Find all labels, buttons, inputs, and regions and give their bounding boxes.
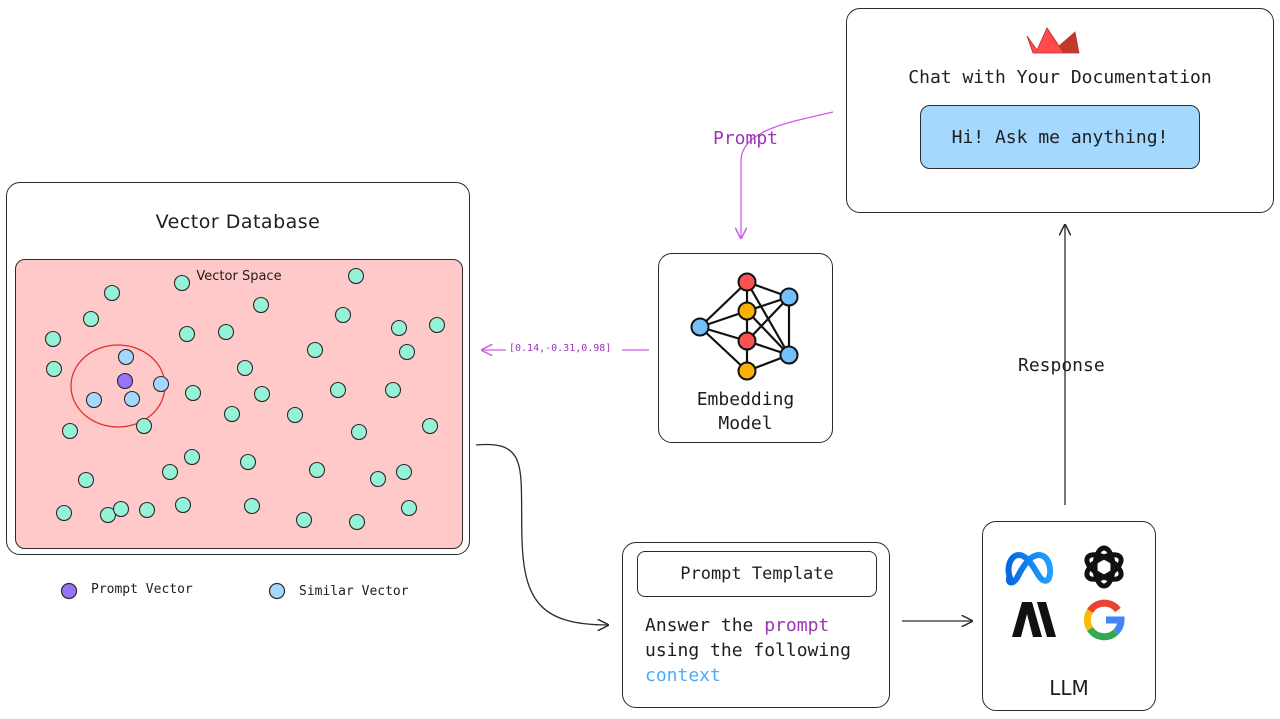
- streamlit-crown-icon: [1026, 27, 1080, 54]
- template-text-1: Answer the: [645, 615, 765, 636]
- vector-point: [390, 319, 408, 337]
- vector-database-title: Vector Database: [155, 211, 321, 233]
- similar-vector-point: [123, 390, 141, 408]
- llm-logos: [1005, 545, 1125, 641]
- similar-vector-point: [117, 348, 135, 366]
- vector-database-panel: Vector Database Vector Space: [6, 182, 470, 555]
- llm-panel: LLM: [982, 521, 1156, 711]
- prompt-template-header: Prompt Template: [637, 551, 877, 597]
- vector-point: [286, 406, 304, 424]
- prompt-vector-legend-label: Prompt Vector: [91, 582, 193, 597]
- similar-vector-point: [85, 391, 103, 409]
- vector-point: [61, 422, 79, 440]
- vector-point: [243, 497, 261, 515]
- similar-vector-legend-label: Similar Vector: [299, 584, 409, 599]
- chat-app-panel: Chat with Your Documentation Hi! Ask me …: [846, 8, 1274, 213]
- vector-point: [428, 316, 446, 334]
- prompt-vector-point: [116, 372, 134, 390]
- vector-point: [253, 385, 271, 403]
- vector-space-title: Vector Space: [196, 269, 282, 284]
- google-icon: [1083, 599, 1125, 641]
- vector-edge-label: [0.14,-0.31,0.98]: [509, 343, 612, 354]
- vector-point: [161, 463, 179, 481]
- vector-point: [174, 496, 192, 514]
- similar-vector-point: [152, 375, 170, 393]
- vector-point: [112, 500, 130, 518]
- vector-point: [178, 325, 196, 343]
- vector-point: [347, 267, 365, 285]
- embedding-model-label: Embedding Model: [659, 388, 832, 436]
- vector-point: [217, 323, 235, 341]
- vector-point: [184, 384, 202, 402]
- vector-point: [45, 360, 63, 378]
- prompt-vector-legend-dot: [60, 582, 78, 600]
- vector-point: [135, 417, 153, 435]
- vector-point: [329, 381, 347, 399]
- template-text-2: using the following: [645, 640, 851, 661]
- vector-point: [295, 511, 313, 529]
- llm-label: LLM: [1049, 676, 1089, 700]
- response-edge-label: Response: [1018, 355, 1105, 376]
- vector-point: [334, 306, 352, 324]
- vector-point: [236, 359, 254, 377]
- vector-point: [44, 330, 62, 348]
- prompt-edge-label: Prompt: [713, 128, 779, 149]
- vector-point: [99, 506, 117, 524]
- similar-vector-legend-dot: [268, 582, 286, 600]
- neural-network-icon: [690, 272, 799, 381]
- vector-point: [306, 341, 324, 359]
- context-arrow: [475, 443, 608, 625]
- vector-point: [138, 501, 156, 519]
- vector-point: [183, 448, 201, 466]
- chat-greeting-button[interactable]: Hi! Ask me anything!: [920, 105, 1200, 169]
- vector-point: [77, 471, 95, 489]
- vector-points: [44, 267, 446, 531]
- meta-icon: [1005, 551, 1054, 586]
- vector-point: [308, 461, 326, 479]
- vector-point: [395, 463, 413, 481]
- chat-title: Chat with Your Documentation: [908, 67, 1212, 88]
- vector-point: [223, 405, 241, 423]
- vector-point: [82, 310, 100, 328]
- vector-point: [369, 470, 387, 488]
- anthropic-icon: [1012, 602, 1056, 637]
- vector-point: [400, 499, 418, 517]
- vector-point: [348, 513, 366, 531]
- vector-point: [421, 417, 439, 435]
- openai-icon: [1084, 545, 1124, 589]
- vector-point: [252, 296, 270, 314]
- vector-point: [239, 453, 257, 471]
- vector-point: [55, 504, 73, 522]
- vector-point: [398, 343, 416, 361]
- prompt-template-body: Answer the prompt using the following co…: [645, 613, 885, 688]
- prompt-template-panel: Prompt Template Answer the prompt using …: [622, 542, 890, 708]
- prompt-arrow: [741, 111, 834, 238]
- vector-space: Vector Space: [15, 259, 463, 549]
- vector-point: [173, 274, 191, 292]
- embedding-label-line1: Embedding: [696, 389, 795, 410]
- embedding-model-panel: Embedding Model: [658, 253, 833, 443]
- embedding-label-line2: Model: [718, 413, 773, 434]
- vector-point: [350, 423, 368, 441]
- vector-point: [384, 381, 402, 399]
- vector-point: [103, 284, 121, 302]
- template-prompt-word: prompt: [764, 615, 830, 636]
- template-context-word: context: [645, 665, 721, 686]
